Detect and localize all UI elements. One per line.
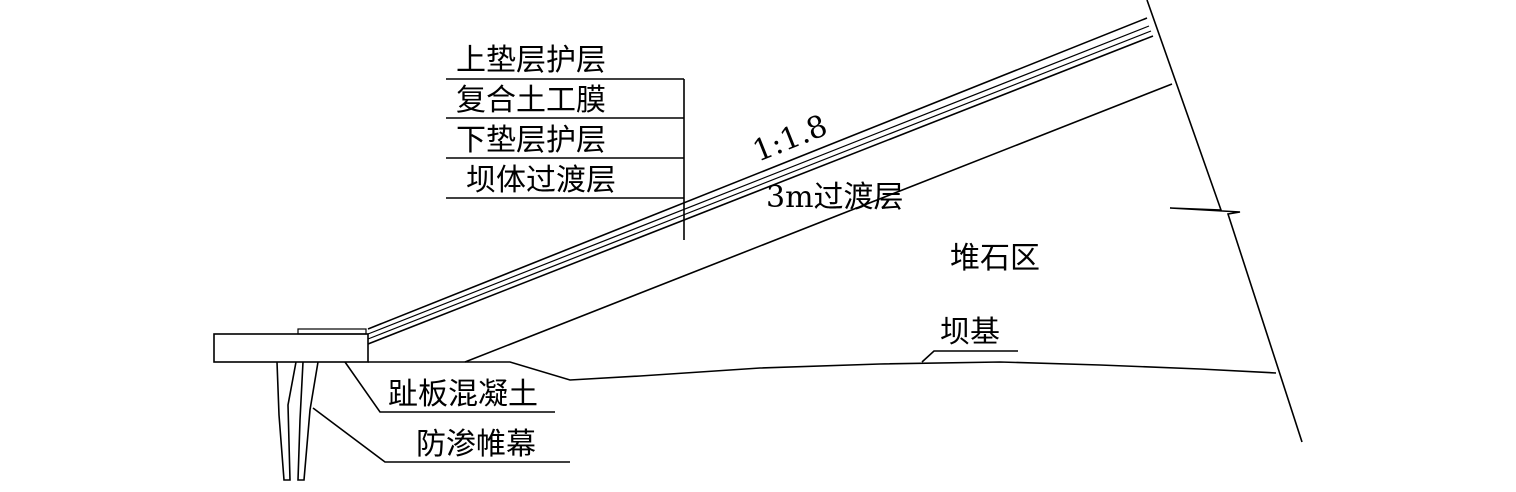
face-layer-line-3	[367, 30, 1152, 340]
face-layer-line-1	[367, 17, 1148, 330]
label-toe-slab: 趾板混凝土	[388, 377, 538, 412]
label-grout-curtain: 防渗帷幕	[416, 427, 536, 462]
toe-slab-leader	[344, 361, 555, 413]
toe-slab	[213, 333, 369, 363]
label-rockfill: 堆石区	[950, 241, 1040, 276]
label-transition-3m: 3m过渡层	[766, 180, 904, 215]
upstream-face-layers	[367, 17, 1154, 345]
label-lower-cushion: 下垫层护层	[456, 123, 606, 158]
dam-crest-break-line	[1146, 0, 1303, 443]
grout-curtain-leader	[312, 407, 570, 463]
grout-curtain	[276, 361, 319, 481]
face-layer-line-2	[367, 25, 1150, 335]
toe-slab-cap	[297, 328, 367, 335]
label-foundation: 坝基	[940, 315, 1000, 350]
transition-zone-boundary	[464, 83, 1173, 363]
grout-curtain-inner	[297, 361, 319, 481]
foundation-leader	[921, 350, 1018, 363]
label-upper-cushion: 上垫层护层	[456, 43, 606, 78]
foundation-ground-line	[368, 361, 1277, 381]
label-geomembrane: 复合土工膜	[456, 83, 606, 118]
face-layer-line-4	[367, 35, 1154, 345]
layer-legend	[446, 78, 685, 240]
label-dam-transition: 坝体过渡层	[466, 163, 616, 198]
grout-curtain-outer	[276, 361, 297, 481]
